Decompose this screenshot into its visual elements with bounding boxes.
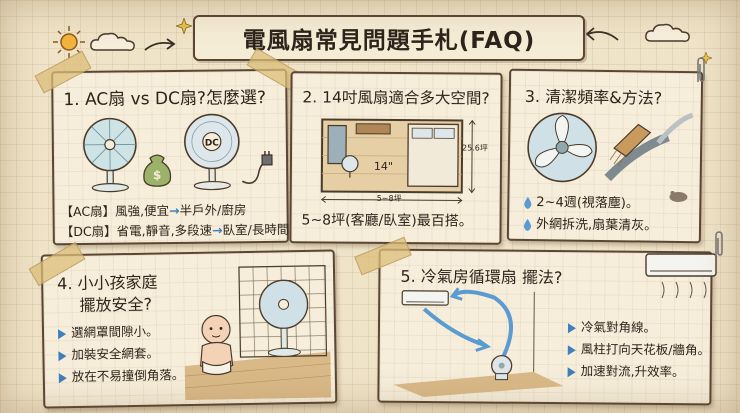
bullet-arrow-icon — [57, 328, 67, 339]
faq-card-ac-vs-dc: 1. AC扇 vs DC扇?怎麼選? $ DC — [51, 68, 290, 246]
card4-heading-line2: 擺放安全? — [79, 294, 153, 315]
cloud-icon — [645, 23, 690, 42]
airflow-room-illustration — [393, 287, 564, 397]
dc-use-case: 臥室/長時間 — [222, 221, 290, 238]
card5-item-2: 風柱打向天花板/牆角。 — [567, 338, 711, 358]
ac-use-case: 半戶外/廚房 — [179, 202, 247, 218]
bullet-arrow-icon — [567, 322, 577, 333]
dc-icon-label: DC — [205, 138, 220, 148]
dc-summary: 【DC扇】省電,靜音,多段速 — [60, 222, 213, 240]
bullet-arrow-icon — [567, 366, 576, 377]
cleaning-method: 外網拆洗,扇葉清灰。 — [535, 217, 658, 234]
fan-cleaning-illustration — [527, 112, 694, 183]
safety-tip-text: 加裝安全網套。 — [71, 345, 160, 363]
cleaning-frequency: 2~4週(視落塵)。 — [536, 195, 640, 212]
card3-method-line: 外網拆洗,扇葉清灰。 — [523, 213, 657, 234]
dust-icon — [669, 190, 688, 203]
arrow-left-doodle — [585, 27, 619, 41]
room-floor-plan: 14" — [320, 118, 476, 204]
placement-tip-text: 冷氣對角線。 — [580, 319, 657, 335]
money-symbol: $ — [153, 168, 162, 182]
card3-freq-line: 2~4週(視落塵)。 — [523, 191, 640, 212]
arrow-icon: → — [212, 222, 223, 238]
card1-line-ac: 【AC扇】風強,便宜→半戶外/廚房 — [60, 199, 246, 220]
water-drop-icon — [524, 196, 532, 209]
width-dimension-label: 5~8坪 — [376, 193, 402, 204]
height-dimension-label: 25.6坪 — [462, 143, 488, 153]
card4-item-2: 加裝安全網套。 — [58, 343, 159, 364]
cloud-icon — [90, 32, 135, 51]
baby-and-fan-illustration — [184, 265, 332, 401]
faq-card-circulator-placement: 5. 冷氣房循環扇 擺法? 冷氣對角線。 風柱打向天花板/牆角。 加速對流,升效… — [377, 248, 713, 406]
placement-tip-text: 加速對流,升效率。 — [580, 363, 685, 380]
sparkle-icon — [176, 18, 192, 34]
card4-item-1: 選網罩間隙小。 — [57, 321, 159, 342]
card5-item-3: 加速對流,升效率。 — [567, 360, 685, 380]
card1-heading: 1. AC扇 vs DC扇?怎麼選? — [63, 87, 267, 111]
safety-tip-text: 選網罩間隙小。 — [70, 323, 159, 341]
water-drop-icon — [523, 218, 532, 231]
safety-tip-text: 放在不易撞倒角落。 — [71, 367, 185, 385]
bullet-arrow-icon — [567, 344, 576, 355]
card3-heading: 3. 清潔頻率&方法? — [524, 86, 663, 108]
fan-size-label: 14" — [374, 160, 393, 173]
air-conditioner-icon — [645, 253, 717, 299]
sun-icon — [53, 26, 85, 58]
ac-summary: 【AC扇】風強,便宜 — [60, 203, 170, 220]
card1-line-dc: 【DC扇】省電,靜音,多段速→臥室/長時間 — [61, 219, 290, 240]
placement-tip-text: 風柱打向天花板/牆角。 — [580, 341, 711, 358]
bullet-arrow-icon — [58, 372, 67, 383]
paperclip-icon — [715, 231, 723, 256]
page-title: 電風扇常見問題手札(FAQ) — [242, 28, 536, 54]
power-plug-icon — [241, 150, 273, 184]
money-bag-icon: $ — [143, 154, 172, 187]
arrow-right-doodle — [144, 38, 176, 51]
paperclip-icon — [697, 57, 705, 82]
ac-fan-illustration — [83, 117, 137, 193]
bullet-arrow-icon — [58, 350, 67, 361]
card5-item-1: 冷氣對角線。 — [567, 316, 657, 336]
card2-heading: 2. 14吋風扇適合多大空間? — [302, 88, 490, 108]
faq-card-cleaning: 3. 清潔頻率&方法? 2~4週(視落塵)。 外網拆洗,扇葉清灰。 — [506, 68, 704, 244]
card4-item-3: 放在不易撞倒角落。 — [58, 364, 185, 385]
card2-answer: 5~8坪(客廳/臥室)最百搭。 — [301, 212, 473, 230]
faq-card-child-safety: 4. 小小孩家庭 擺放安全? 選網罩間隙小。 加裝安全網套。 放在不易撞倒角落。 — [40, 249, 338, 409]
arrow-icon: → — [169, 202, 180, 219]
sparkle-icon — [700, 52, 712, 64]
dc-fan-illustration: DC — [184, 113, 240, 191]
faq-card-room-size: 2. 14吋風扇適合多大空間? 14" 5~8坪 25.6坪 5~8坪(客廳/臥… — [289, 71, 503, 245]
